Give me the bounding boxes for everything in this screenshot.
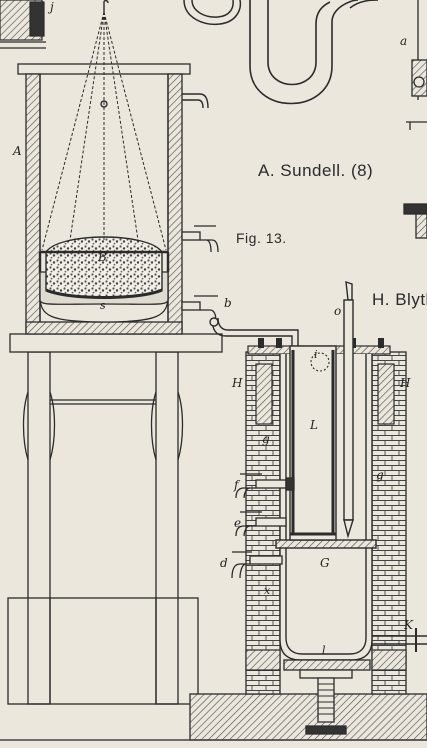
label-o: o: [334, 304, 342, 318]
middle-tap: [181, 225, 219, 253]
label-A: A: [13, 144, 22, 158]
label-e: e: [234, 516, 242, 530]
label-G: G: [320, 556, 330, 570]
top-right-apparatus-fragment: [403, 0, 427, 239]
stand-tabletop: [9, 333, 223, 353]
author-caption: A. Sundell. (8): [258, 161, 374, 180]
side-pipe-k: [372, 628, 427, 652]
wall-blocks: [245, 345, 407, 671]
label-b: b: [224, 296, 232, 310]
top-u-tube-fragment: [249, 0, 379, 105]
label-i: i: [314, 348, 318, 361]
label-g-right: g: [376, 468, 384, 482]
dashed-float: [310, 352, 330, 372]
tap-f: [235, 473, 295, 499]
bottom-plate-and-screw: [283, 659, 371, 735]
tap-e: [235, 511, 287, 537]
stand-frame: [7, 351, 199, 705]
label-d: d: [220, 556, 228, 570]
outer-vessel: [17, 63, 191, 335]
label-s: s: [100, 299, 106, 312]
top-ring-fragment: [183, 0, 242, 26]
chain-hook: [100, 0, 109, 108]
label-H-left: H: [232, 376, 243, 390]
label-K: K: [404, 618, 413, 632]
stone-basket: [38, 236, 170, 299]
label-f: f: [234, 478, 239, 492]
label-a: a: [400, 34, 408, 48]
blyth-caption: H. Blyth: [372, 290, 427, 309]
top-outlet-pipe: [182, 93, 209, 109]
label-x: x: [264, 584, 271, 597]
label-l: l: [322, 644, 326, 657]
connecting-pipe: [209, 317, 299, 352]
top-left-gear-fragment: [0, 0, 46, 49]
tap-d: [231, 551, 283, 579]
label-H-right: H: [400, 376, 411, 390]
label-B: B: [98, 250, 107, 264]
inner-cylinder: [289, 345, 337, 541]
suspension-chains: [41, 11, 167, 251]
vertical-tube: [343, 280, 354, 539]
label-g-left: g: [262, 432, 270, 446]
figure-caption: Fig. 13.: [236, 230, 287, 246]
label-j: j: [50, 0, 54, 14]
label-L: L: [310, 418, 318, 432]
